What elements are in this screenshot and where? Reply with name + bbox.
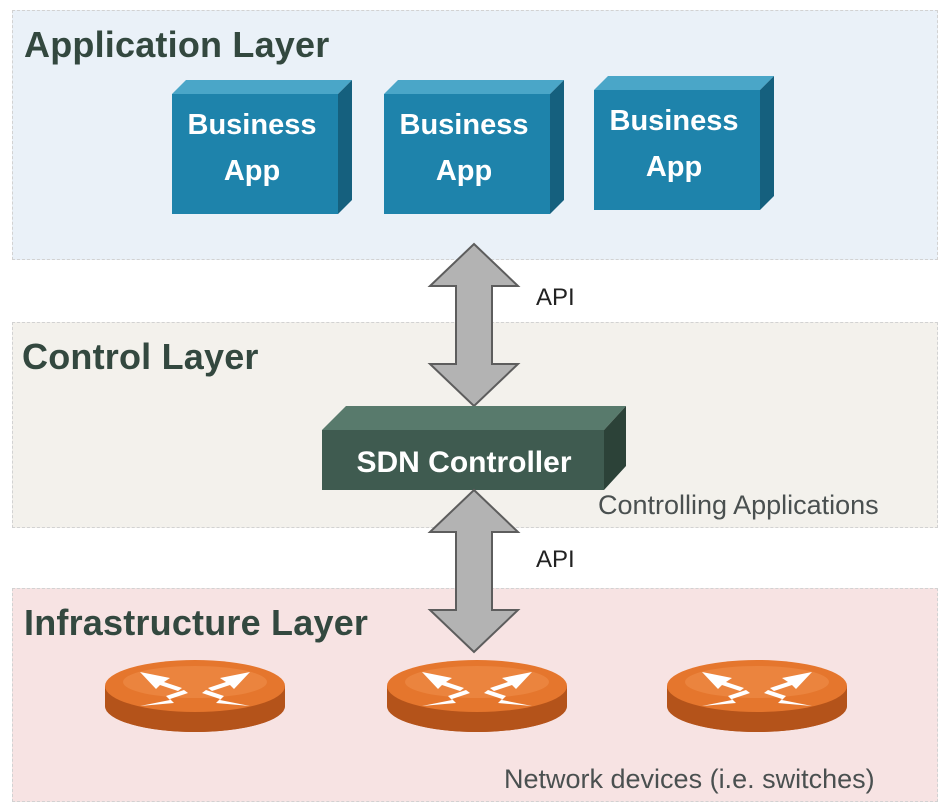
business-app-cube-icon [172, 80, 352, 214]
sdn-controller-block-icon [322, 406, 626, 490]
network-devices-caption: Network devices (i.e. switches) [504, 764, 875, 794]
business-app-cube-icon [384, 80, 564, 214]
double-headed-arrow-icon [427, 488, 521, 654]
api-label-upper: API [536, 284, 575, 311]
double-headed-arrow-icon [427, 242, 521, 408]
control-layer-title: Control Layer [22, 336, 259, 377]
router-icon [105, 660, 285, 732]
router-icon [667, 660, 847, 732]
business-app-label: Business App [609, 105, 739, 183]
infrastructure-layer-title: Infrastructure Layer [24, 602, 369, 643]
router-icon [387, 660, 567, 732]
business-app-label: Business App [399, 109, 529, 187]
business-app-cube-icon [594, 76, 774, 210]
business-app-2: Business App [384, 80, 564, 214]
api-label-lower: API [536, 546, 575, 573]
business-app-1: Business App [172, 80, 352, 214]
controlling-applications-caption: Controlling Applications [598, 490, 879, 520]
sdn-controller-label: SDN Controller [356, 446, 572, 479]
business-app-3: Business App [594, 76, 774, 210]
application-layer-title: Application Layer [24, 24, 330, 65]
business-app-label: Business App [187, 109, 317, 187]
sdn-controller: SDN Controller [320, 404, 630, 492]
